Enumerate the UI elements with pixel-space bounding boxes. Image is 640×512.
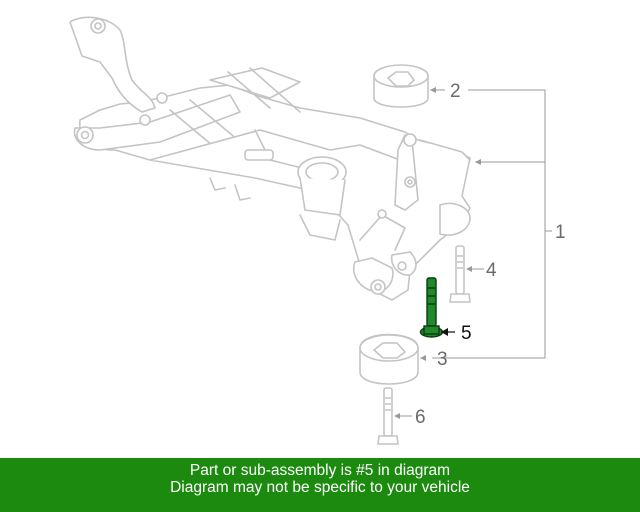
bolt-part-5-highlighted[interactable]	[419, 277, 444, 338]
banner-line-disclaimer: Diagram may not be specific to your vehi…	[170, 479, 470, 496]
callout-1: 1	[555, 222, 566, 243]
parts-diagram: 1 2 3 4 5 6	[69, 16, 566, 445]
mount-part-2	[373, 64, 429, 108]
callout-2: 2	[450, 81, 461, 102]
callout-3: 3	[437, 349, 448, 370]
bolt-part-6	[377, 387, 399, 445]
callout-4: 4	[486, 260, 497, 281]
callout-6: 6	[415, 407, 426, 428]
mount-part-3	[359, 333, 419, 385]
subframe-part-1	[69, 16, 471, 301]
bolt-part-4	[449, 245, 471, 303]
banner-line-part-info: Part or sub-assembly is #5 in diagram	[189, 462, 451, 479]
leader-arrows	[394, 87, 481, 419]
leader-line-5	[441, 328, 455, 336]
callout-5: 5	[461, 323, 472, 344]
info-banner: Part or sub-assembly is #5 in diagram Di…	[0, 458, 640, 512]
